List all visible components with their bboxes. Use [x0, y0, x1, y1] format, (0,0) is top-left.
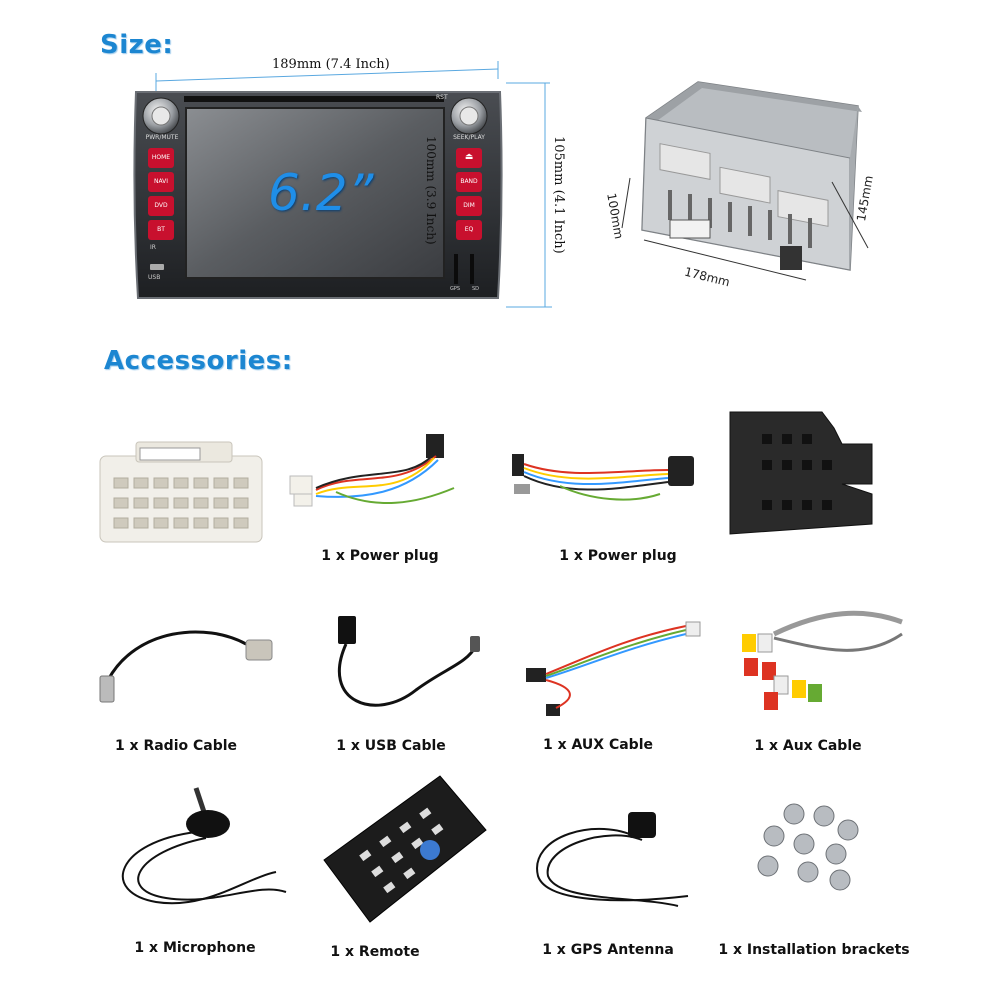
front-width-label: 189mm (7.4 Inch): [272, 57, 390, 72]
size-heading: Size:: [100, 30, 174, 60]
caption-gps-antenna: 1 x GPS Antenna: [542, 942, 674, 958]
harness-connector-white: [99, 441, 263, 543]
button-eq: EQ: [464, 226, 474, 233]
sd-label: SD: [472, 286, 480, 292]
iso-connector-black: [729, 411, 873, 535]
power-plug-harness-1: [289, 434, 455, 507]
caption-aux-cable: 1 x AUX Cable: [543, 737, 653, 753]
screen-height-label: 100mm (3.9 Inch): [424, 136, 438, 245]
installation-screws: [757, 803, 859, 891]
aux-cable: [526, 621, 701, 716]
knob-left-label: PWR/MUTE: [145, 134, 179, 141]
caption-remote: 1 x Remote: [330, 944, 420, 960]
rear-chassis: 100mm 178mm 145mm: [600, 70, 890, 300]
gps-antenna: [536, 812, 689, 907]
ir-label: IR: [150, 244, 156, 251]
power-plug-harness-2: [512, 454, 694, 501]
caption-usb-cable: 1 x USB Cable: [336, 738, 446, 754]
button-band: BAND: [460, 178, 478, 185]
knob-right-label: SEEK/PLAY: [453, 134, 485, 141]
screen-size-label: 6.2”: [268, 164, 374, 222]
caption-installation-brackets: 1 x Installation brackets: [718, 942, 910, 958]
front-head-unit: PWR/MUTE SEEK/PLAY RST HOME NAVI DVD BT …: [128, 86, 506, 304]
gps-label: GPS: [450, 286, 461, 292]
button-dim: DIM: [463, 202, 475, 209]
caption-microphone: 1 x Microphone: [134, 940, 256, 956]
caption-power-plug-2: 1 x Power plug: [559, 548, 677, 564]
radio-cable: [99, 630, 273, 703]
usb-label: USB: [148, 274, 161, 281]
front-height-label: 105mm (4.1 Inch): [551, 136, 566, 254]
rca-aux-cable: [742, 610, 903, 710]
caption-rca-aux-cable: 1 x Aux Cable: [754, 738, 862, 754]
usb-cable: [338, 616, 480, 707]
caption-radio-cable: 1 x Radio Cable: [114, 738, 238, 754]
button-navi: NAVI: [153, 178, 169, 185]
button-bt: BT: [157, 226, 165, 233]
remote-control: [323, 775, 487, 923]
button-home: HOME: [151, 154, 171, 161]
chassis-drawing: [621, 81, 869, 281]
rst-label: RST: [436, 94, 448, 101]
caption-power-plug-1: 1 x Power plug: [321, 548, 439, 564]
accessories-heading: Accessories:: [104, 346, 293, 376]
microphone: [122, 787, 287, 905]
head-unit-body: [133, 91, 503, 299]
button-dvd: DVD: [154, 202, 168, 209]
eject-icon: ⏏: [464, 152, 474, 162]
